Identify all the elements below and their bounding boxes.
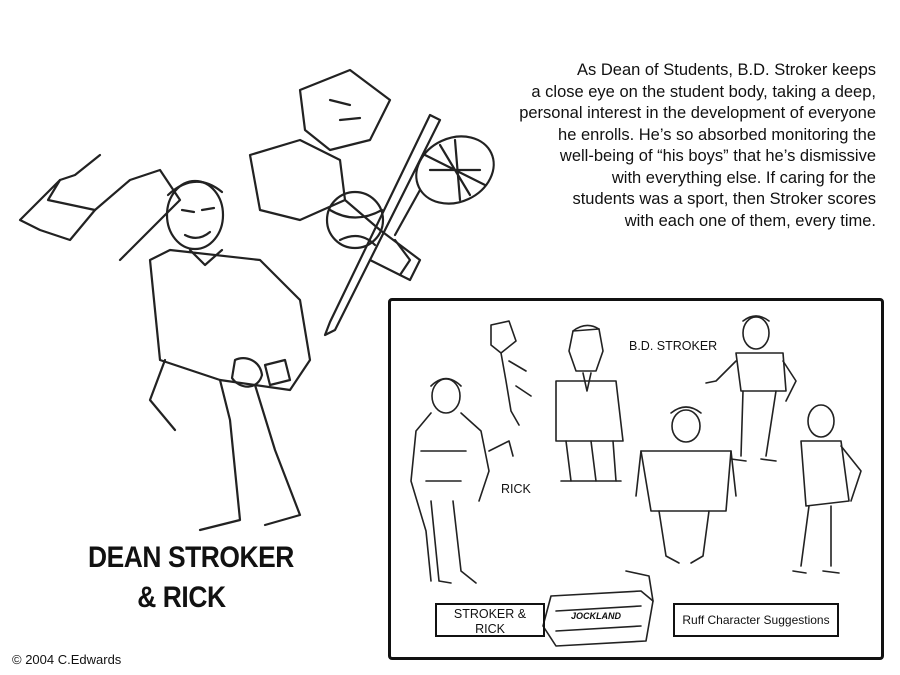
- name-box-line-2: RICK: [475, 622, 505, 636]
- label-bd-stroker: B.D. STROKER: [629, 339, 718, 353]
- page-title: DEAN STROKER & RICK: [88, 538, 294, 618]
- character-suggestions-panel: JOCKLAND B.D. STROKER RICK STROKER & RIC…: [388, 298, 884, 660]
- description-line: students was a sport, then Stroker score…: [572, 190, 876, 208]
- character-lineup-sketch: JOCKLAND: [410, 315, 862, 647]
- description-line: As Dean of Students, B.D. Stroker keeps: [577, 61, 876, 79]
- description-line: with each one of them, every time.: [624, 211, 876, 230]
- title-line-2: & RICK: [137, 581, 226, 614]
- description-line: a close eye on the student body, taking …: [531, 82, 876, 101]
- title-line-1: DEAN STROKER: [88, 541, 294, 574]
- suggestions-label-box: Ruff Character Suggestions: [673, 603, 839, 637]
- name-box-line-1: STROKER &: [453, 607, 527, 621]
- description-line: personal interest in the development of …: [519, 104, 876, 122]
- label-rick: RICK: [501, 482, 531, 496]
- description-line: with everything else. If caring for the: [611, 168, 876, 187]
- character-name-box: STROKER & RICK: [435, 603, 545, 637]
- description-line: he enrolls. He’s so absorbed monitoring …: [558, 125, 876, 144]
- description-line: well-being of “his boys” that he’s dismi…: [559, 147, 876, 165]
- character-description: As Dean of Students, B.D. Stroker keeps …: [446, 60, 876, 232]
- copyright-notice: © 2004 C.Edwards: [12, 652, 122, 667]
- banner-text: JOCKLAND: [571, 611, 622, 621]
- main-character-sketch: [18, 68, 495, 532]
